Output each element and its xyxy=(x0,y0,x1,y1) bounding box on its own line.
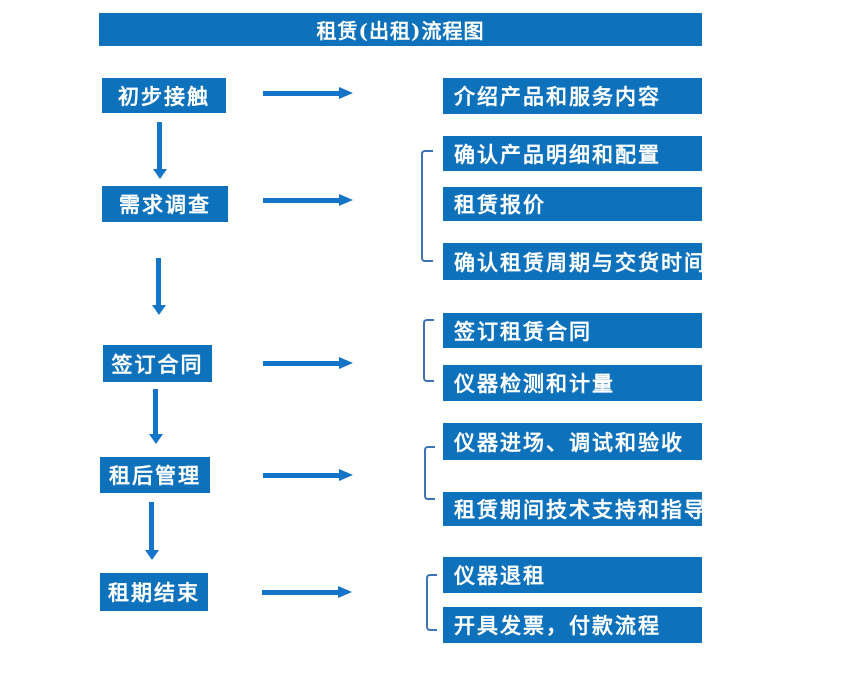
arrow-shaft xyxy=(149,502,154,550)
down-arrow-step1-step2 xyxy=(153,122,167,179)
output-box-instrument-setup-acceptance: 仪器进场、调试和验收 xyxy=(443,423,702,460)
right-arrow-demand-survey xyxy=(263,194,353,207)
down-arrow-step3-step4 xyxy=(149,389,163,444)
flowchart-title-text: 租赁(出租)流程图 xyxy=(316,19,485,43)
group-bracket-sign-contract xyxy=(423,319,434,382)
arrow-shaft xyxy=(153,389,158,434)
arrow-shaft xyxy=(263,198,340,203)
output-box-sign-rental-contract: 签订租赁合同 xyxy=(443,313,702,348)
step-box-sign-contract: 签订合同 xyxy=(103,345,212,382)
group-bracket-post-rental xyxy=(424,446,435,500)
right-arrow-rental-end xyxy=(262,586,352,599)
arrow-head xyxy=(339,87,353,99)
output-box-tech-support-guidance: 租赁期间技术支持和指导 xyxy=(443,492,702,526)
arrow-shaft xyxy=(263,473,340,478)
group-bracket-demand-survey xyxy=(421,150,433,262)
right-arrow-initial-contact xyxy=(263,87,353,100)
down-arrow-step2-step3 xyxy=(152,258,166,315)
arrow-shaft xyxy=(263,91,340,96)
output-box-instrument-return: 仪器退租 xyxy=(443,557,702,593)
right-arrow-sign-contract xyxy=(263,357,353,370)
output-box-confirm-period-delivery: 确认租赁周期与交货时间 xyxy=(443,243,702,280)
arrow-head xyxy=(339,357,353,369)
step-box-post-rental-management: 租后管理 xyxy=(100,457,210,493)
group-bracket-rental-end xyxy=(426,574,437,631)
arrow-head xyxy=(339,469,353,481)
arrow-shaft xyxy=(157,122,162,169)
output-box-invoice-payment: 开具发票，付款流程 xyxy=(443,607,702,643)
right-arrow-post-rental xyxy=(263,469,353,482)
arrow-shaft xyxy=(263,361,340,366)
arrow-head xyxy=(145,550,159,560)
output-box-instrument-inspection: 仪器检测和计量 xyxy=(443,365,702,401)
step-box-demand-survey: 需求调查 xyxy=(102,186,228,222)
arrow-head xyxy=(153,169,167,179)
flowchart-title: 租赁(出租)流程图 xyxy=(99,13,702,46)
arrow-head xyxy=(152,305,166,315)
output-box-rental-quotation: 租赁报价 xyxy=(443,187,702,221)
arrow-head xyxy=(339,194,353,206)
output-box-confirm-product-details: 确认产品明细和配置 xyxy=(443,136,702,171)
arrow-shaft xyxy=(156,258,161,305)
arrow-shaft xyxy=(262,590,339,595)
output-box-introduce-products-services: 介绍产品和服务内容 xyxy=(443,78,702,114)
step-box-initial-contact: 初步接触 xyxy=(102,78,226,113)
arrow-head xyxy=(149,434,163,444)
arrow-head xyxy=(338,586,352,598)
step-box-rental-period-end: 租期结束 xyxy=(100,573,208,611)
down-arrow-step4-step5 xyxy=(145,502,159,560)
